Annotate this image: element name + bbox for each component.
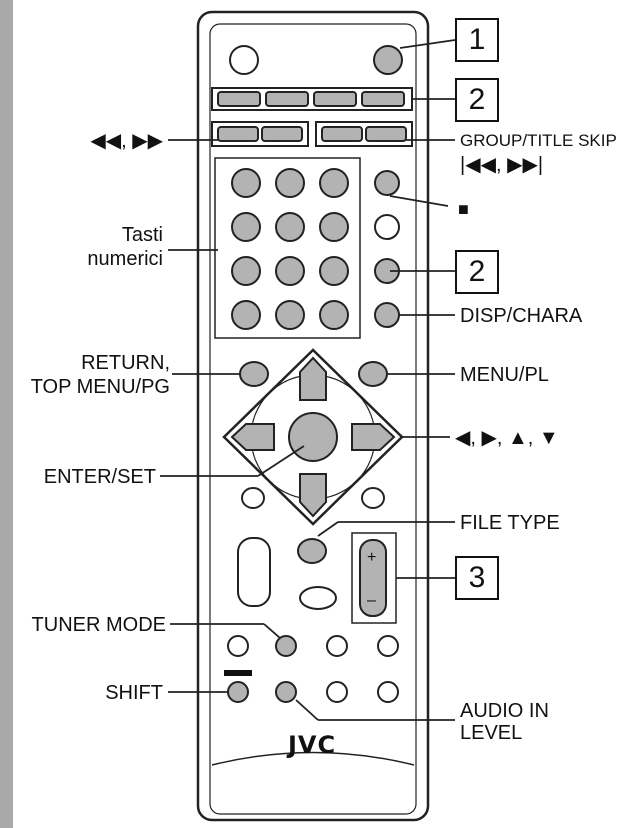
label-level: LEVEL bbox=[460, 722, 523, 744]
file-type-button bbox=[297, 538, 327, 564]
source-button-4 bbox=[361, 91, 405, 107]
numeric-key-4 bbox=[231, 212, 261, 242]
label-file-type: FILE TYPE bbox=[460, 512, 560, 534]
label-tuner-mode: TUNER MODE bbox=[31, 614, 166, 636]
numeric-key-5 bbox=[275, 212, 305, 242]
standby-button bbox=[373, 45, 403, 75]
down-arrow-button bbox=[299, 473, 327, 518]
numeric-key-0 bbox=[275, 300, 305, 330]
source-button-2 bbox=[265, 91, 309, 107]
numeric-key-2 bbox=[275, 168, 305, 198]
label-rew-ff: ◀◀, ▶▶ bbox=[90, 130, 163, 152]
source-button-3 bbox=[313, 91, 357, 107]
long-oval-button bbox=[237, 537, 271, 607]
label-menu-pl: MENU/PL bbox=[460, 364, 549, 386]
numeric-key-7 bbox=[231, 256, 261, 286]
label-skip-arrows: |◀◀, ▶▶| bbox=[460, 154, 544, 176]
callout-3: 3 bbox=[455, 556, 499, 600]
brand-logo: JVC bbox=[288, 731, 337, 759]
label-numerici: numerici bbox=[87, 248, 163, 270]
callout-1: 1 bbox=[455, 18, 499, 62]
label-cursor-arrows: ◀, ▶, ▲, ▼ bbox=[455, 427, 559, 449]
label-shift: SHIFT bbox=[105, 682, 163, 704]
ff-button bbox=[261, 126, 303, 142]
right-column-button-2 bbox=[374, 214, 400, 240]
rew-button bbox=[217, 126, 259, 142]
numeric-key-plus10 bbox=[319, 300, 349, 330]
shift-bar bbox=[224, 670, 252, 676]
label-enter-set: ENTER/SET bbox=[43, 466, 156, 488]
label-stop: ■ bbox=[458, 199, 469, 219]
skip-prev-button bbox=[321, 126, 363, 142]
vol-plus-label: + bbox=[367, 549, 377, 566]
return-button bbox=[239, 361, 269, 387]
numeric-key-8 bbox=[275, 256, 305, 286]
callout-2-top: 2 bbox=[455, 78, 499, 122]
label-disp-chara: DISP/CHARA bbox=[460, 305, 583, 327]
label-group-title-skip: GROUP/TITLE SKIP bbox=[460, 131, 617, 150]
oval-button bbox=[299, 586, 337, 610]
audio-in-level-button bbox=[275, 681, 297, 703]
label-tasti: Tasti bbox=[121, 224, 163, 246]
right-arrow-button bbox=[351, 423, 396, 451]
side-strip bbox=[0, 0, 13, 828]
shift-button bbox=[227, 681, 249, 703]
numeric-key-3 bbox=[319, 168, 349, 198]
numeric-key-10 bbox=[231, 300, 261, 330]
disp-chara-button bbox=[374, 302, 400, 328]
enter-set-button bbox=[288, 412, 338, 462]
left-arrow-button bbox=[230, 423, 275, 451]
menu-pl-button bbox=[358, 361, 388, 387]
volume-rocker bbox=[359, 539, 387, 617]
skip-next-button bbox=[365, 126, 407, 142]
source-button-1 bbox=[217, 91, 261, 107]
label-return: RETURN, bbox=[81, 352, 170, 374]
power-button bbox=[229, 45, 259, 75]
up-arrow-button bbox=[299, 356, 327, 401]
tuner-mode-button bbox=[275, 635, 297, 657]
label-audio-in: AUDIO IN bbox=[460, 700, 549, 722]
label-top-menu: TOP MENU/PG bbox=[30, 376, 170, 398]
vol-minus-label: – bbox=[367, 592, 376, 609]
numeric-key-1 bbox=[231, 168, 261, 198]
remote-body bbox=[196, 10, 430, 822]
stop-button bbox=[374, 170, 400, 196]
numeric-key-6 bbox=[319, 212, 349, 242]
numeric-key-9 bbox=[319, 256, 349, 286]
callout-2-middle: 2 bbox=[455, 250, 499, 294]
